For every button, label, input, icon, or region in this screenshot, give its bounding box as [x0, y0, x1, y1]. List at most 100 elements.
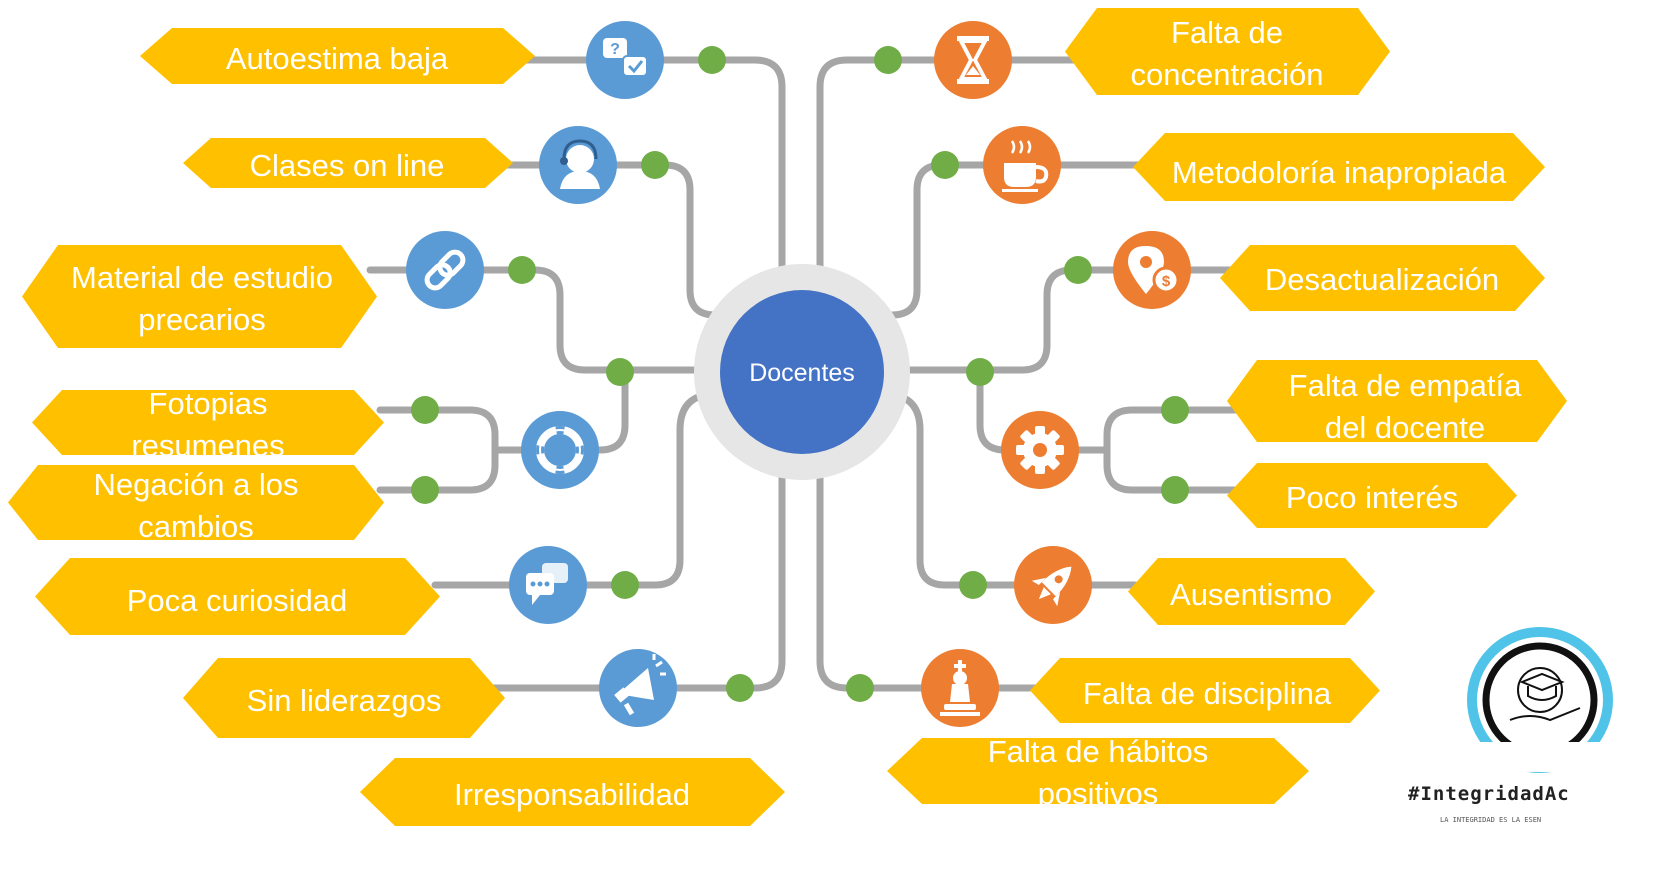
dot — [1064, 256, 1092, 284]
dot — [931, 151, 959, 179]
dot — [726, 674, 754, 702]
connector-curiosidad — [431, 391, 709, 589]
label-text: Negación a los — [93, 467, 298, 502]
connector-ausentismo — [891, 391, 1139, 589]
dot — [641, 151, 669, 179]
connector-dots — [411, 46, 1189, 702]
dot — [959, 571, 987, 599]
support-agent-icon — [539, 126, 617, 204]
left-label-3: Fotopias resumenes — [32, 386, 384, 463]
label-text: Falta de — [1171, 15, 1283, 50]
label-shape — [140, 28, 535, 84]
left-label-7: Irresponsabilidad — [360, 758, 785, 826]
graduation-cap-icon — [1509, 667, 1581, 722]
left-label-1: Clases on line — [183, 138, 513, 188]
label-shape — [1030, 658, 1380, 723]
connector-desactualizacion — [901, 266, 1239, 374]
dot — [874, 46, 902, 74]
right-label-2: Desactualización — [1220, 245, 1545, 311]
left-label-4: Negación a los cambios — [8, 465, 384, 544]
label-text: Irresponsabilidad — [454, 777, 690, 812]
center-circle — [720, 290, 884, 454]
label-text: del docente — [1325, 410, 1485, 445]
center-node: Docentes — [694, 264, 910, 480]
gear-icon — [1001, 411, 1079, 489]
coffee-cup-icon — [983, 126, 1061, 204]
label-shape — [1133, 133, 1545, 201]
hourglass-icon — [934, 21, 1012, 99]
connector-disciplina — [816, 456, 1049, 692]
label-text: Falta de hábitos — [988, 734, 1209, 769]
label-text: Sin liderazgos — [247, 683, 442, 718]
svg-text:$: $ — [1162, 273, 1171, 290]
dot — [846, 674, 874, 702]
integridad-logo: #IntegridadAc LA INTEGRIDAD ES LA ESEN — [1408, 627, 1620, 824]
label-text: Metodoloría inapropiada — [1172, 155, 1507, 190]
dot — [411, 396, 439, 424]
left-label-5: Poca curiosidad — [35, 558, 440, 635]
center-label: Docentes — [749, 359, 855, 387]
dot — [611, 571, 639, 599]
chess-king-icon — [921, 649, 999, 727]
right-label-3: Falta de empatía del docente — [1227, 360, 1567, 445]
right-label-6: Falta de disciplina — [1030, 658, 1380, 723]
label-shape — [183, 138, 513, 188]
label-text: Poco interés — [1286, 480, 1458, 515]
left-label-6: Sin liderazgos — [183, 658, 505, 738]
label-shape — [360, 758, 785, 826]
label-text: resumenes — [131, 428, 284, 463]
dot — [508, 256, 536, 284]
dot — [966, 358, 994, 386]
lifebuoy-icon — [521, 411, 599, 489]
logo-subtitle: LA INTEGRIDAD ES LA ESEN — [1440, 816, 1541, 824]
label-shape — [1065, 8, 1390, 95]
label-shape — [22, 245, 377, 348]
connector-fotopias-branch — [376, 406, 499, 494]
connector-clases — [501, 161, 719, 319]
left-label-0: Autoestima baja — [140, 28, 535, 84]
question-chat-icon: ? — [586, 21, 664, 99]
logo-tag: #IntegridadAc — [1408, 783, 1570, 805]
label-shape — [1227, 360, 1567, 442]
connector-liderazgos — [461, 456, 786, 692]
label-shape — [887, 738, 1309, 804]
label-text: concentración — [1130, 57, 1323, 92]
label-text: Falta de empatía — [1289, 368, 1522, 403]
left-label-2: Material de estudio precarios — [22, 245, 377, 348]
megaphone-icon — [599, 649, 677, 727]
right-label-1: Metodoloría inapropiada — [1133, 133, 1545, 201]
label-text: cambios — [138, 509, 253, 544]
right-label-4: Poco interés — [1227, 463, 1517, 528]
right-label-5: Ausentismo — [1128, 558, 1375, 625]
label-shape — [1128, 558, 1375, 625]
label-text: Poca curiosidad — [127, 583, 348, 618]
label-text: Clases on line — [250, 148, 445, 183]
chat-bubbles-icon — [509, 546, 587, 624]
label-shape — [183, 658, 505, 738]
dot — [698, 46, 726, 74]
label-shape — [8, 465, 384, 540]
label-text: Ausentismo — [1170, 577, 1332, 612]
label-text: precarios — [138, 302, 266, 337]
label-shape — [1227, 463, 1517, 528]
link-icon — [406, 231, 484, 309]
connector-fotopias-stem — [491, 368, 629, 454]
label-shape — [32, 390, 384, 455]
svg-text:?: ? — [610, 41, 620, 58]
location-dollar-icon: $ — [1113, 231, 1191, 309]
logo-gap — [1460, 742, 1620, 772]
label-text: Material de estudio — [71, 260, 333, 295]
icons: ? — [406, 21, 1191, 727]
label-text: Fotopias — [149, 386, 268, 421]
label-shape — [35, 558, 440, 635]
dot — [411, 476, 439, 504]
dot — [1161, 396, 1189, 424]
right-label-0: Falta de concentración — [1065, 8, 1390, 95]
connector-concentracion — [816, 56, 1079, 304]
label-text: positivos — [1038, 776, 1159, 811]
rocket-icon — [1014, 546, 1092, 624]
connector-material — [366, 266, 704, 374]
